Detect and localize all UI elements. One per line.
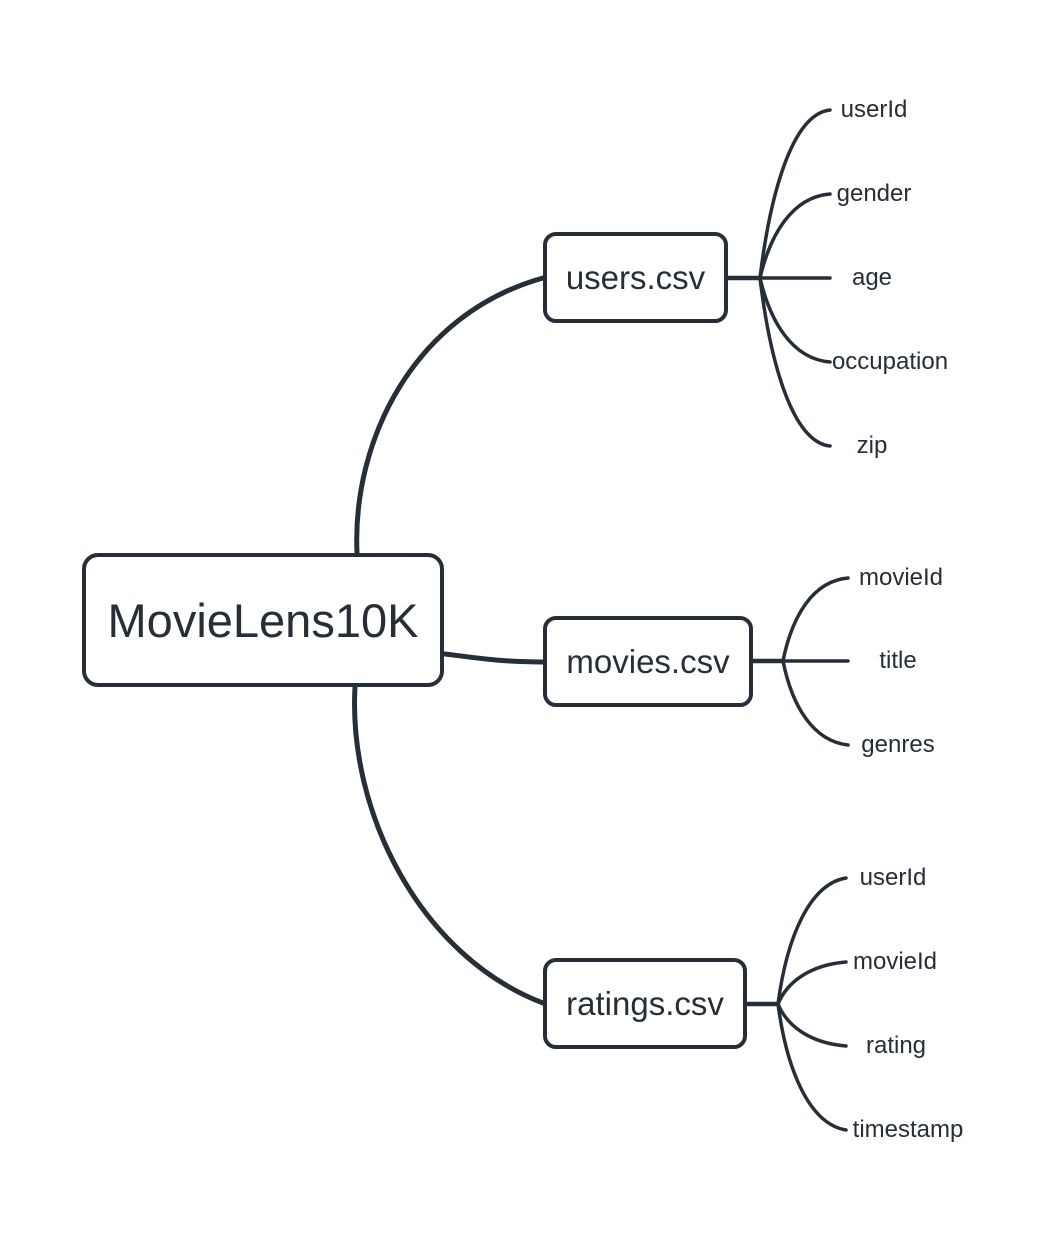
edge-ratings-rating xyxy=(776,1002,848,1048)
file-node-label: users.csv xyxy=(565,258,706,296)
leaf-movies-title: title xyxy=(879,647,917,674)
edge-movies-movieid xyxy=(781,576,850,663)
edge-ratings-movieid xyxy=(776,960,848,1006)
file-node-label: ratings.csv xyxy=(566,984,724,1022)
edge-users-zip xyxy=(758,276,832,448)
edge-root-users xyxy=(354,275,546,556)
edge-ratings-userid xyxy=(776,876,848,1006)
leaf-ratings-timestamp: timestamp xyxy=(852,1116,964,1143)
file-node-movies-csv: movies.csv xyxy=(543,616,753,707)
leaf-movies-genres: genres xyxy=(861,731,935,758)
edge-users-gender xyxy=(758,192,832,280)
leaf-users-occupation: occupation xyxy=(831,348,949,375)
file-node-users-csv: users.csv xyxy=(543,232,728,323)
file-node-label: movies.csv xyxy=(566,642,730,680)
root-node-label: MovieLens10K xyxy=(107,593,419,647)
edge-movies-genres xyxy=(781,659,850,747)
file-node-ratings-csv: ratings.csv xyxy=(543,958,747,1049)
leaf-ratings-rating: rating xyxy=(865,1032,927,1059)
leaf-users-age: age xyxy=(851,264,893,291)
leaf-ratings-userid: userId xyxy=(859,864,927,891)
edge-users-occupation xyxy=(758,276,832,364)
leaf-users-zip: zip xyxy=(856,432,888,459)
leaf-users-userid: userId xyxy=(840,96,908,123)
leaf-movies-movieid: movieId xyxy=(858,564,944,591)
leaf-ratings-movieid: movieId xyxy=(852,948,938,975)
root-node: MovieLens10K xyxy=(82,553,444,687)
leaf-users-gender: gender xyxy=(836,180,912,207)
edge-users-userid xyxy=(758,108,832,280)
edge-root-ratings xyxy=(352,684,546,1006)
edge-root-movies xyxy=(442,651,546,665)
edge-ratings-timestamp xyxy=(776,1002,848,1132)
